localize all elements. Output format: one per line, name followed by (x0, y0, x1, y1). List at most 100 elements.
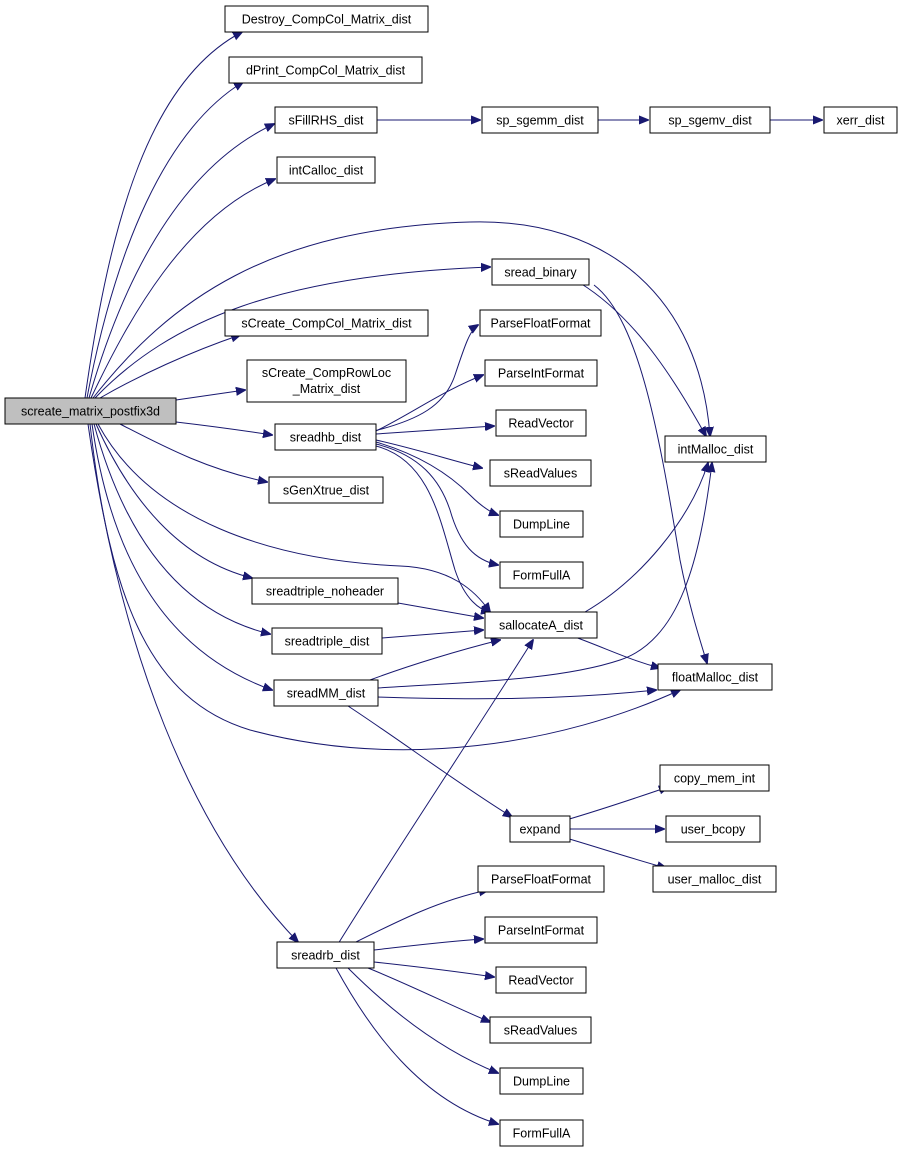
edge-root-screatecc (99, 335, 240, 399)
node-stnh[interactable]: sreadtriple_noheader (251, 577, 399, 605)
node-pif1[interactable]: ParseIntFormat (484, 359, 598, 387)
node-label: sCreate_CompRowLoc (262, 366, 391, 380)
node-label: sReadValues (504, 467, 577, 481)
nodes: screate_matrix_postfix3d Destroy_CompCol… (4, 5, 898, 1147)
edge-st-salloc (381, 630, 483, 639)
edge-sreadhb-dl (375, 441, 498, 515)
node-label: expand (519, 823, 560, 837)
node-label: FormFullA (513, 569, 571, 583)
edge-srb-ffa (335, 967, 498, 1124)
node-label: Destroy_CompCol_Matrix_dist (242, 13, 412, 27)
node-label: FormFullA (513, 1127, 571, 1141)
node-label: sCreate_CompCol_Matrix_dist (241, 317, 412, 331)
node-label: sReadValues (504, 1024, 577, 1038)
node-label: ParseFloatFormat (490, 317, 591, 331)
node-label: dPrint_CompCol_Matrix_dist (246, 64, 406, 78)
node-ffa1[interactable]: FormFullA (499, 561, 584, 589)
node-pff1[interactable]: ParseFloatFormat (479, 309, 602, 337)
edge-srb-pff (351, 890, 488, 945)
node-salloc[interactable]: sallocateA_dist (484, 611, 598, 639)
node-label: intMalloc_dist (678, 443, 754, 457)
node-st[interactable]: sreadtriple_dist (271, 627, 383, 655)
node-umalloc[interactable]: user_malloc_dist (652, 865, 777, 893)
edge-root-st (93, 423, 270, 634)
node-ffa2[interactable]: FormFullA (499, 1119, 584, 1147)
node-label: floatMalloc_dist (672, 671, 759, 685)
node-label: DumpLine (513, 1075, 570, 1089)
node-copymem[interactable]: copy_mem_int (659, 764, 770, 792)
node-srv2[interactable]: sReadValues (489, 1016, 592, 1044)
edge-sreadbinary-intmalloc (579, 282, 706, 436)
node-label: copy_mem_int (674, 772, 756, 786)
node-label: screate_matrix_postfix3d (21, 405, 160, 419)
edge-sreadhb-pff (369, 325, 478, 433)
edge-srb-dl (347, 967, 498, 1073)
node-label: sGenXtrue_dist (283, 484, 370, 498)
node-screatecc[interactable]: sCreate_CompCol_Matrix_dist (224, 309, 429, 337)
node-sfillrhs[interactable]: sFillRHS_dist (274, 106, 378, 134)
edge-sreadhb-srv (375, 439, 482, 468)
node-label: sread_binary (504, 266, 577, 280)
edge-root-intcalloc (90, 179, 275, 399)
edge-root-sreadhb (175, 421, 272, 435)
node-dprint[interactable]: dPrint_CompCol_Matrix_dist (228, 56, 423, 84)
node-label: ParseIntFormat (498, 924, 585, 938)
edge-root-destroy (84, 32, 242, 399)
edge-root-intmalloc (92, 221, 710, 436)
edge-sreadbinary-fmalloc (593, 284, 707, 663)
node-rv2[interactable]: ReadVector (495, 966, 587, 994)
node-label: sreadtriple_dist (285, 635, 370, 649)
node-screaterl[interactable]: sCreate_CompRowLoc _Matrix_dist (246, 359, 407, 403)
edge-smm-intmalloc (377, 463, 712, 689)
node-label: sreadhb_dist (290, 431, 362, 445)
node-xerr[interactable]: xerr_dist (823, 106, 898, 134)
node-expand[interactable]: expand (509, 815, 571, 843)
node-label: ReadVector (508, 417, 573, 431)
node-sgenx[interactable]: sGenXtrue_dist (268, 476, 384, 504)
node-label: user_malloc_dist (668, 873, 762, 887)
node-sgemv[interactable]: sp_sgemv_dist (649, 106, 771, 134)
node-label: sreadtriple_noheader (266, 585, 384, 599)
node-label: ParseFloatFormat (491, 873, 592, 887)
node-intmalloc[interactable]: intMalloc_dist (664, 435, 767, 463)
node-root[interactable]: screate_matrix_postfix3d (4, 397, 177, 425)
node-sgemm[interactable]: sp_sgemm_dist (481, 106, 599, 134)
node-srv1[interactable]: sReadValues (489, 459, 592, 487)
edge-salloc-intmalloc (584, 463, 708, 613)
node-dl2[interactable]: DumpLine (499, 1067, 584, 1095)
node-label: ReadVector (508, 974, 573, 988)
node-label: user_bcopy (681, 823, 746, 837)
node-fmalloc[interactable]: floatMalloc_dist (657, 663, 773, 691)
node-pif2[interactable]: ParseIntFormat (484, 916, 598, 944)
edge-smm-salloc (369, 640, 500, 681)
node-smm[interactable]: sreadMM_dist (273, 679, 379, 707)
edge-srb-rv (373, 961, 494, 977)
edge-srb-pif (373, 939, 483, 951)
edge-expand-copymem (565, 787, 668, 821)
node-srb[interactable]: sreadrb_dist (276, 941, 375, 969)
node-label: sFillRHS_dist (288, 114, 364, 128)
node-label: sreadrb_dist (291, 949, 360, 963)
node-rv1[interactable]: ReadVector (495, 409, 587, 437)
edge-root-sfillrhs (88, 124, 274, 399)
node-label: ParseIntFormat (498, 367, 585, 381)
edge-salloc-fmalloc (574, 636, 660, 668)
node-destroy[interactable]: Destroy_CompCol_Matrix_dist (224, 5, 429, 33)
edge-sreadhb-pif (369, 375, 483, 435)
node-dl1[interactable]: DumpLine (499, 510, 584, 538)
node-pff2[interactable]: ParseFloatFormat (477, 865, 605, 893)
edge-root-salloc (97, 423, 490, 612)
node-intcalloc[interactable]: intCalloc_dist (276, 156, 376, 184)
edge-expand-umalloc (565, 837, 666, 868)
edge-stnh-salloc (397, 602, 483, 618)
edge-smm-fmalloc (377, 690, 656, 700)
edge-sreadhb-ffa (375, 443, 498, 565)
edges (84, 32, 822, 1124)
edge-sreadhb-salloc (375, 445, 490, 612)
node-ubcopy[interactable]: user_bcopy (665, 815, 761, 843)
node-sreadbinary[interactable]: sread_binary (491, 258, 590, 286)
edge-root-screaterl (175, 390, 245, 401)
node-label: sreadMM_dist (287, 687, 366, 701)
edge-srb-salloc (337, 640, 533, 945)
node-sreadhb[interactable]: sreadhb_dist (274, 423, 377, 451)
